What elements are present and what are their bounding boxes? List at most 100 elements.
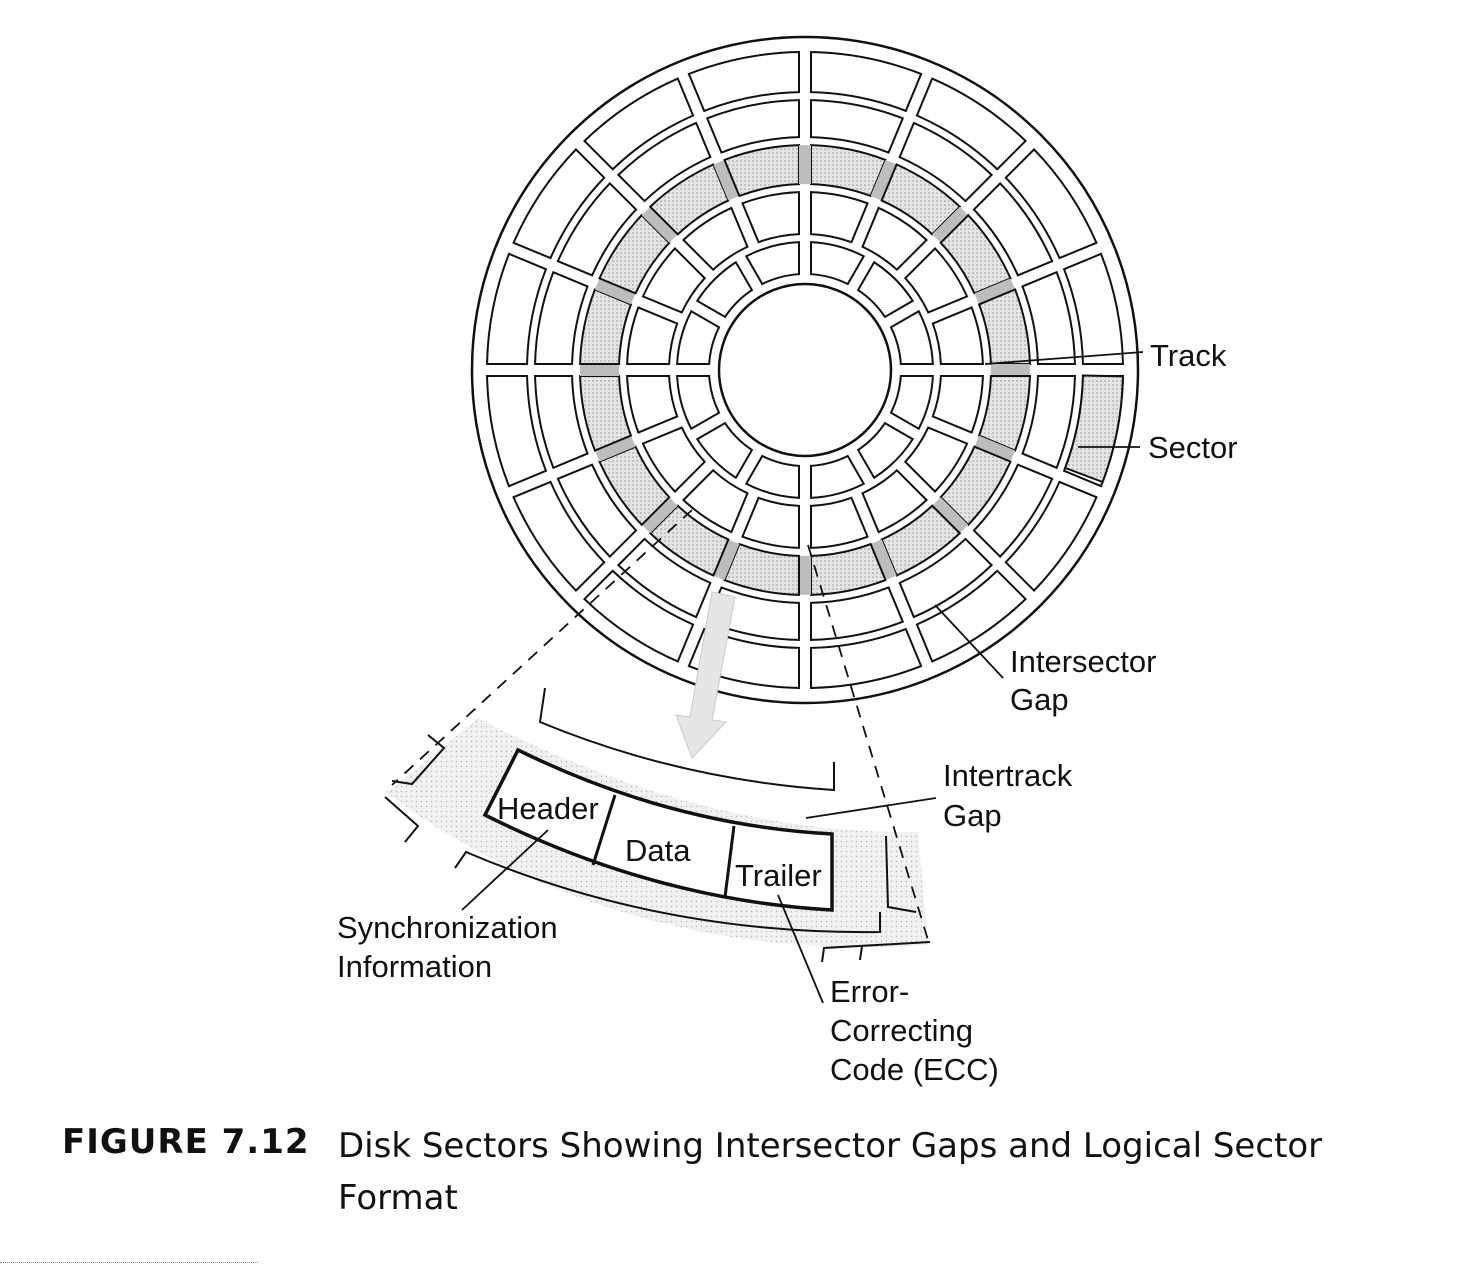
sector-cell [889, 309, 934, 366]
sector-cell [856, 421, 915, 480]
sector-cell [898, 537, 994, 619]
ecc-label-line3: Code (ECC) [830, 1052, 999, 1087]
highlighted-track-sector [880, 504, 962, 577]
highlighted-track-sector [579, 374, 633, 452]
intersector-gap-leader [934, 604, 1004, 679]
sector-cell [1004, 480, 1098, 593]
sector-grid [486, 51, 1124, 689]
sector-cell [810, 51, 923, 113]
sector-cell [898, 121, 994, 203]
intertrack-gap-leader [805, 797, 937, 819]
sector-cell [809, 191, 869, 244]
sector-cell [741, 496, 801, 549]
leader-lines [461, 351, 1144, 1004]
track-leader [984, 351, 1144, 365]
sector-cell [556, 181, 638, 277]
sector-cell [1021, 374, 1076, 470]
highlighted-track-sector [809, 542, 887, 596]
sector-cell [1004, 147, 1098, 260]
highlighted-track-sector [880, 163, 962, 236]
intersector-gap-fill [799, 145, 811, 185]
intertrack-gap-label-line2: Gap [943, 798, 1002, 833]
sector-cell [903, 426, 969, 493]
sync-label-line1: Synchronization [337, 910, 558, 945]
sector-cell [915, 569, 1028, 663]
highlighted-track-sector [648, 504, 730, 577]
highlighted-track-sector [598, 445, 671, 527]
sector-cell [512, 480, 606, 593]
sector-cell [931, 374, 984, 434]
intersector-gap-fill [932, 206, 969, 243]
sync-leader [461, 829, 549, 911]
sector-cell [534, 374, 589, 470]
sector-cell [744, 241, 801, 286]
sector-cell [582, 77, 695, 171]
sector-cell [582, 569, 695, 663]
intersector-gap-fill [932, 497, 969, 534]
highlighted-track-sector [809, 144, 887, 198]
intersector-gap-fill [713, 539, 740, 581]
intersector-gap-fill [641, 497, 678, 534]
sector-cell [809, 241, 866, 286]
sync-label-line2: Information [337, 949, 492, 984]
intersector-gap-fill [974, 278, 1016, 305]
labels: Track Sector Intersector Gap Intertrack … [337, 338, 1238, 1087]
sector-cell [687, 51, 800, 113]
sector-cell [972, 463, 1054, 559]
sector-cell [810, 627, 923, 689]
sector-cell [534, 270, 589, 366]
sector-cell [889, 374, 934, 431]
highlighted-track-sector [598, 213, 671, 295]
figure-number: FIGURE 7.12 [62, 1122, 310, 1162]
example-sector [1063, 374, 1124, 484]
intersector-gap-fill [713, 159, 740, 201]
sector-cell [556, 463, 638, 559]
highlighted-track-sector [723, 144, 801, 198]
sector-cell [744, 454, 801, 499]
sector-cell [626, 306, 679, 366]
intersector-gap-fill [594, 435, 636, 462]
sector-cell [695, 260, 754, 319]
sector-callout [384, 687, 931, 963]
intersector-gap-fill [580, 364, 620, 376]
highlighted-track-sector [977, 374, 1031, 452]
intersector-gap-fill [799, 555, 811, 595]
highlighted-track-sector [579, 288, 633, 366]
trailer-label: Trailer [735, 858, 822, 893]
sector-cell [616, 537, 712, 619]
intersector-gap-fill [990, 364, 1030, 376]
sector-cell [856, 260, 915, 319]
highlighted-track-sector [723, 542, 801, 596]
header-data-divider [591, 794, 617, 866]
sector-cell [626, 374, 679, 434]
sector-cell [676, 309, 721, 366]
intersector-gap-label-line1: Intersector [1010, 644, 1156, 679]
sector-cell [809, 99, 905, 154]
sector-cell [682, 468, 749, 534]
logical-sector-format [482, 747, 834, 912]
data-label: Data [625, 833, 691, 868]
intertrack-gap-label-line1: Intertrack [943, 758, 1073, 793]
sector-cell [809, 496, 869, 549]
sector-cell [676, 374, 721, 431]
sector-cell [972, 181, 1054, 277]
header-label: Header [497, 791, 599, 826]
sector-cell [931, 306, 984, 366]
disk-platter [470, 35, 1140, 705]
ecc-label-line2: Correcting [830, 1013, 973, 1048]
zoom-arrow [675, 591, 736, 759]
sector-label: Sector [1148, 430, 1238, 465]
intersector-gap-fill [594, 278, 636, 305]
projection-lines [391, 509, 929, 941]
sector-cell [1021, 270, 1076, 366]
intersector-gap-fill [641, 206, 678, 243]
sector-cell [641, 426, 707, 493]
intersector-gap-fill [870, 539, 897, 581]
intersector-gap-fill [870, 159, 897, 201]
sector-cell [616, 121, 712, 203]
highlighted-track-sector [977, 288, 1031, 366]
sector-cell [741, 191, 801, 244]
highlighted-track-sector [939, 213, 1012, 295]
ecc-leader [777, 894, 824, 1004]
